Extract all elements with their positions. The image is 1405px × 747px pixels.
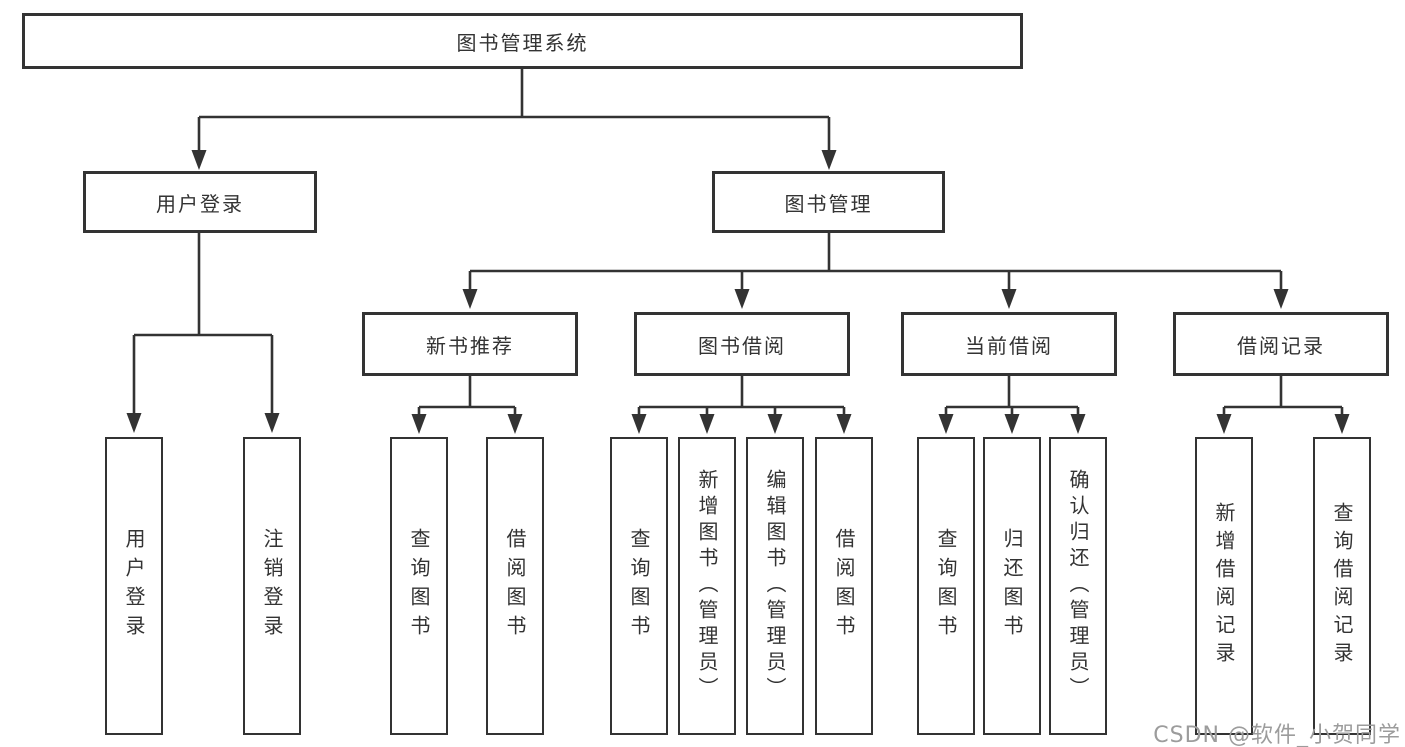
leaf-add-book-admin: 新增图书（管理员） xyxy=(678,437,736,735)
node-book-management: 图书管理 xyxy=(712,171,945,233)
leaf-borrow-books: 借阅图书 xyxy=(815,437,873,735)
leaf-query-books-current: 查询图书 xyxy=(917,437,975,735)
leaf-query-books-borrow: 查询图书 xyxy=(610,437,668,735)
node-book-borrow: 图书借阅 xyxy=(634,312,850,376)
node-current-borrow: 当前借阅 xyxy=(901,312,1117,376)
watermark: CSDN @软件_小贺同学 xyxy=(1153,723,1401,747)
leaf-logout: 注销登录 xyxy=(243,437,301,735)
leaf-query-borrow-record: 查询借阅记录 xyxy=(1313,437,1371,735)
node-borrow-records: 借阅记录 xyxy=(1173,312,1389,376)
leaf-return-books: 归还图书 xyxy=(983,437,1041,735)
node-new-book-recommend: 新书推荐 xyxy=(362,312,578,376)
node-user-login: 用户登录 xyxy=(83,171,317,233)
leaf-confirm-return-admin: 确认归还（管理员） xyxy=(1049,437,1107,735)
leaf-user-login: 用户登录 xyxy=(105,437,163,735)
leaf-edit-book-admin: 编辑图书（管理员） xyxy=(746,437,804,735)
node-library-management-system: 图书管理系统 xyxy=(22,13,1023,69)
leaf-borrow-books-recommend: 借阅图书 xyxy=(486,437,544,735)
leaf-add-borrow-record: 新增借阅记录 xyxy=(1195,437,1253,735)
leaf-query-books-recommend: 查询图书 xyxy=(390,437,448,735)
